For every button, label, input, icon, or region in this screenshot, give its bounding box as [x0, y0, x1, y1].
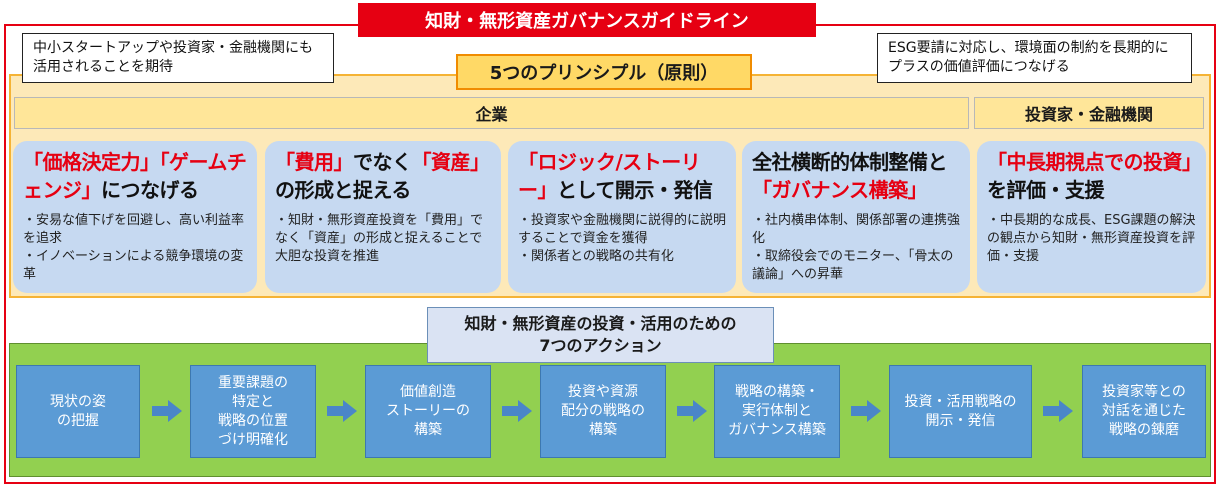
principle-heading-part: 「中長期視点での投資」	[987, 150, 1202, 174]
arrow-right-icon	[1043, 400, 1073, 422]
principle-card-5: 「中長期視点での投資」を評価・支援 ・中長期的な成長、ESG課題の解決の観点から…	[977, 141, 1206, 293]
principle-body: ・中長期的な成長、ESG課題の解決の観点から知財・無形資産投資を評価・支援	[987, 213, 1196, 264]
principle-card-4: 全社横断的体制整備と「ガバナンス構築」 ・社内横串体制、関係部署の連携強化・取締…	[742, 141, 970, 293]
principle-heading-part: 「ロジック/ストーリー」	[518, 150, 701, 202]
action-box-7: 投資家等との対話を通じた戦略の錬磨	[1082, 365, 1206, 458]
principle-heading-part: につなげる	[101, 178, 199, 202]
principle-body: ・知財・無形資産投資を「費用」でなく「資産」の形成と捉えることで大胆な投資を推進	[275, 213, 484, 264]
action-box-6: 投資・活用戦略の開示・発信	[889, 365, 1032, 458]
principle-card-2: 「費用」でなく「資産」の形成と捉える ・知財・無形資産投資を「費用」でなく「資産…	[265, 141, 501, 293]
principle-heading-part: として開示・発信	[557, 178, 713, 202]
principle-heading: 「ロジック/ストーリー」として開示・発信	[518, 148, 727, 204]
principle-heading-part: 「資産」	[411, 150, 491, 174]
note-right: ESG要請に対応し、環境面の制約を長期的にプラスの価値評価につなげる	[877, 33, 1192, 83]
arrow-right-icon	[502, 400, 532, 422]
principle-body: ・投資家や金融機関に説得的に説明することで資金を獲得・関係者との戦略の共有化	[518, 213, 727, 264]
principles-title: 5つのプリンシプル（原則）	[456, 54, 752, 90]
principle-heading: 「費用」でなく「資産」の形成と捉える	[275, 148, 492, 204]
guideline-title: 知財・無形資産ガバナンスガイドライン	[358, 3, 816, 37]
action-box-3: 価値創造ストーリーの構築	[365, 365, 491, 458]
principle-heading: 「価格決定力」「ゲームチェンジ」につなげる	[23, 148, 248, 204]
principle-heading: 「中長期視点での投資」を評価・支援	[987, 148, 1202, 204]
principle-heading-part: を評価・支援	[987, 178, 1105, 202]
principle-heading-part: の形成と捉える	[275, 178, 411, 202]
arrow-right-icon	[152, 400, 182, 422]
arrow-right-icon	[851, 400, 881, 422]
band-investor: 投資家・金融機関	[974, 97, 1204, 129]
note-left: 中小スタートアップや投資家・金融機関にも活用されることを期待	[22, 33, 334, 83]
band-company: 企業	[14, 97, 969, 129]
action-box-5: 戦略の構築・実行体制とガバナンス構築	[714, 365, 840, 458]
arrow-right-icon	[327, 400, 357, 422]
principle-heading-part: 「価格決定力」「ゲーム	[23, 150, 227, 174]
action-box-1: 現状の姿の把握	[16, 365, 140, 458]
action-box-2: 重要課題の特定と戦略の位置づけ明確化	[190, 365, 316, 458]
principle-heading-part: 「ガバナンス構築」	[752, 178, 928, 202]
principle-heading-part: チェンジ」	[23, 150, 247, 202]
principle-body: ・社内横串体制、関係部署の連携強化・取締役会でのモニター、「骨太の議論」への昇華	[752, 213, 961, 282]
principle-heading: 全社横断的体制整備と「ガバナンス構築」	[752, 148, 961, 204]
arrow-right-icon	[677, 400, 707, 422]
principle-card-3: 「ロジック/ストーリー」として開示・発信 ・投資家や金融機関に説得的に説明するこ…	[508, 141, 736, 293]
principle-card-1: 「価格決定力」「ゲームチェンジ」につなげる ・安易な値下げを回避し、高い利益率を…	[13, 141, 257, 293]
principle-heading-part: 「費用」	[275, 150, 354, 174]
principle-heading-part: 全社横断的体制整備と	[752, 150, 948, 174]
principle-heading-part: でなく	[353, 150, 412, 174]
action-box-4: 投資や資源配分の戦略の構築	[540, 365, 666, 458]
principle-body: ・安易な値下げを回避し、高い利益率を追求・イノベーションによる競争環境の変革	[23, 213, 245, 282]
